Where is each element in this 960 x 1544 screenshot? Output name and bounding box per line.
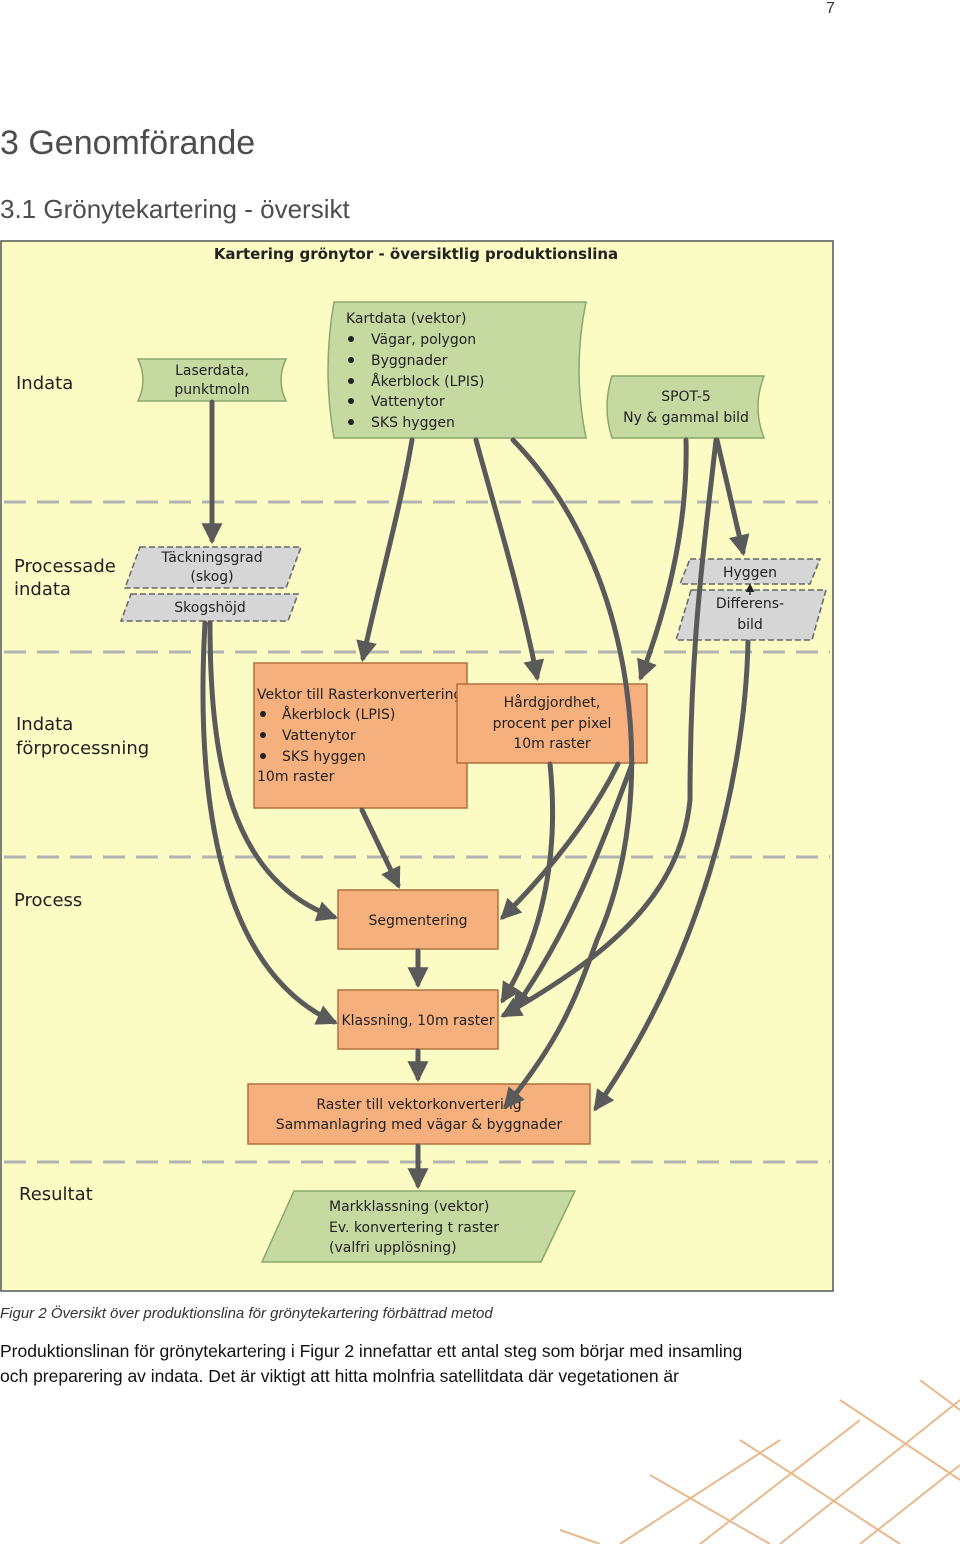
arrow-kartdata-to-vektor-raster	[356, 437, 415, 663]
arrow-vektor-raster-to-segmentering	[359, 807, 401, 889]
bullet	[260, 732, 266, 738]
skogshojd-label: Skogshöjd	[174, 600, 245, 616]
subsection-heading: 3.1 Grönytekartering - översikt	[0, 194, 350, 224]
tackningsgrad-box	[123, 546, 303, 589]
klassning-label: Klassning, 10m raster	[341, 1013, 494, 1029]
vektor-raster-item-sks: SKS hyggen	[282, 749, 366, 765]
laserdata-line1: Laserdata,	[175, 363, 249, 379]
kartdata-item-vattenytor: Vattenytor	[371, 394, 445, 410]
kartdata-title: Kartdata (vektor)	[346, 311, 466, 327]
hardgjordhet-line1: Hårdgjordhet,	[504, 694, 601, 711]
skogshojd-box	[119, 593, 300, 622]
kartdata-item-akerblock: Åkerblock (LPIS)	[371, 373, 484, 390]
arrow-hardgjordhet-to-segmentering	[500, 761, 621, 920]
differensbild-line1: Differens-	[716, 596, 784, 612]
raster-vektor-box	[247, 1083, 591, 1145]
kartdata-item-sks: SKS hyggen	[371, 415, 455, 431]
klassning-box	[337, 989, 499, 1050]
bullet	[348, 398, 354, 404]
markklassning-box	[260, 1190, 577, 1263]
diagram-title: Kartering grönytor - översiktlig produkt…	[214, 245, 618, 263]
lane-label-indata: Indata	[16, 373, 73, 394]
vektor-raster-title: Vektor till Rasterkonvertering	[257, 687, 462, 703]
production-flow-diagram: Kartering grönytor - översiktlig produkt…	[0, 240, 834, 1292]
vektor-raster-item-akerblock: Åkerblock (LPIS)	[282, 706, 395, 723]
markklassning-line1: Markklassning (vektor)	[329, 1199, 489, 1215]
markklassning-line3: (valfri upplösning)	[329, 1240, 457, 1256]
markklassning-line2: Ev. konvertering t raster	[329, 1220, 499, 1236]
vektor-raster-item-vattenytor: Vattenytor	[282, 728, 356, 744]
differensbild-box	[674, 589, 827, 641]
kartdata-item-vagar: Vägar, polygon	[371, 332, 476, 348]
arrow-skogshojd-to-segmentering	[207, 620, 338, 922]
arrow-differensbild-to-raster-vektor	[593, 639, 751, 1112]
differensbild-line2: bild	[737, 617, 763, 633]
lane-label-processade-indata: indata	[14, 579, 71, 600]
lane-label-resultat: Resultat	[19, 1184, 93, 1205]
hardgjordhet-line3: 10m raster	[513, 736, 591, 752]
lane-label-indata-2: Indata	[16, 714, 73, 735]
decorative-grid-pattern	[559, 1380, 960, 1544]
hardgjordhet-line2: procent per pixel	[493, 716, 612, 732]
spot-line2: Ny & gammal bild	[623, 410, 749, 426]
bullet	[348, 357, 354, 363]
body-text-line: Produktionslinan för grönytekartering i …	[0, 1341, 743, 1361]
arrow-spot-to-klassning	[500, 437, 719, 1018]
kartdata-item-byggnader: Byggnader	[371, 353, 448, 369]
spot-line1: SPOT-5	[661, 389, 711, 405]
tackningsgrad-line1: Täckningsgrad	[160, 550, 262, 566]
tackningsgrad-line2: (skog)	[190, 569, 233, 585]
bullet	[348, 419, 354, 425]
arrow-hardgjordhet-to-klassning-2	[512, 761, 635, 1012]
page-number: 7	[826, 0, 835, 17]
segmentering-label: Segmentering	[368, 913, 467, 929]
vektor-raster-footer: 10m raster	[257, 769, 335, 785]
bullet	[260, 753, 266, 759]
bullet	[348, 336, 354, 342]
arrow-kartdata-to-raster-vektor	[503, 437, 635, 1110]
arrow-hardgjordhet-to-klassning	[500, 761, 556, 1004]
arrow-skogshojd-to-klassning	[200, 620, 338, 1025]
flow-arrows	[200, 399, 751, 1190]
bullet	[260, 711, 266, 717]
hyggen-label: Hyggen	[723, 565, 777, 581]
arrow-kartdata-to-hardgjordhet	[473, 437, 545, 682]
kartdata-box	[327, 301, 587, 439]
body-text-line: och preparering av indata. Det är viktig…	[0, 1366, 679, 1386]
arrow-spot-to-hardgjordhet	[637, 437, 689, 681]
arrow-spot-to-hyggen	[714, 437, 750, 557]
lane-label-process: Process	[14, 890, 82, 911]
lane-label-processade: Processade	[14, 556, 116, 577]
raster-vektor-line1: Raster till vektorkonvertering	[316, 1097, 521, 1113]
bullet	[348, 378, 354, 384]
figure-caption: Figur 2 Översikt över produktionslina fö…	[0, 1305, 493, 1322]
lane-label-forprocessning: förprocessning	[16, 738, 149, 759]
laserdata-line2: punktmoln	[174, 382, 249, 398]
segmentering-box	[337, 889, 499, 950]
raster-vektor-line2: Sammanlagring med vägar & byggnader	[276, 1117, 563, 1133]
laserdata-box	[136, 358, 288, 402]
hyggen-box	[678, 558, 822, 585]
section-heading: 3 Genomförande	[0, 124, 256, 162]
spot-box	[606, 375, 766, 439]
